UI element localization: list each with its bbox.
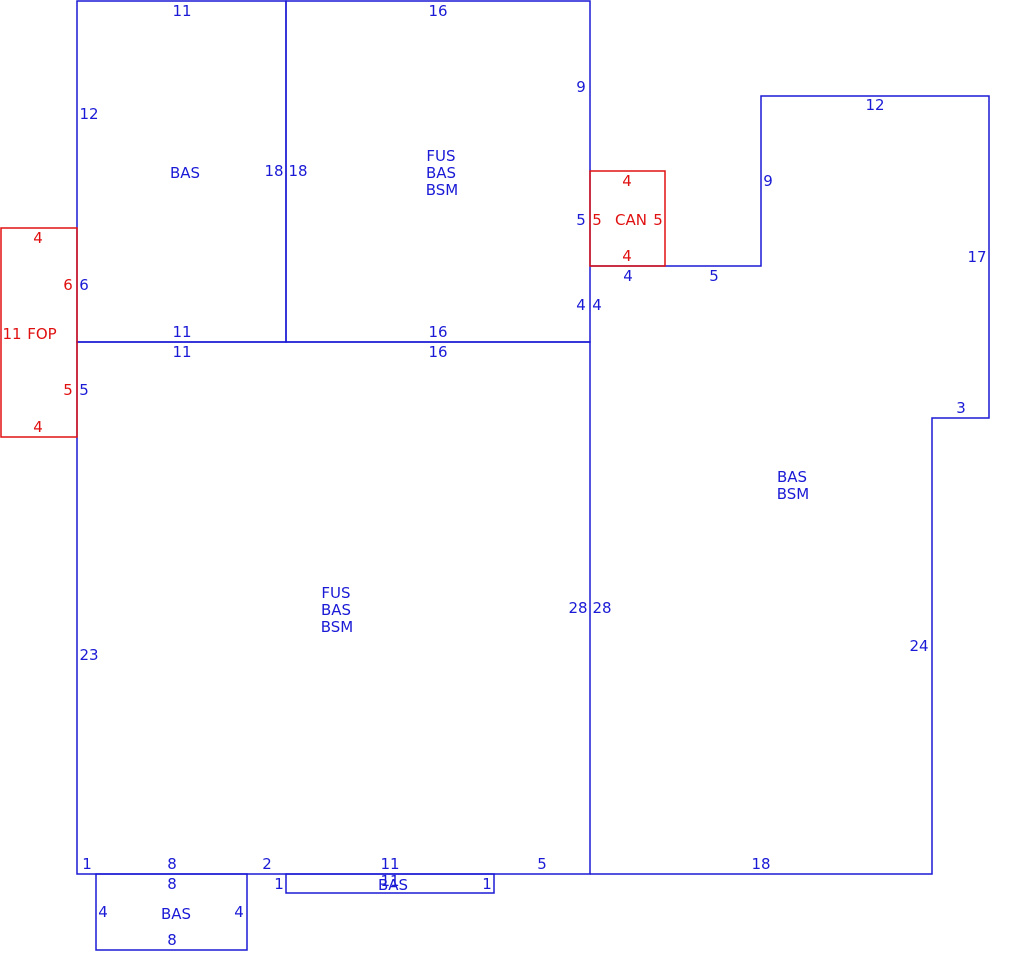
addition-dimension-labels: 4 6 11 5 4 4 5 5 4 <box>2 172 662 436</box>
dim-label: 5 <box>79 381 89 399</box>
dimension-labels: 11 12 18 11 16 18 9 5 4 16 6 5 11 16 23 … <box>79 2 986 949</box>
dim-label: 8 <box>167 875 177 893</box>
dim-label: 5 <box>653 211 663 229</box>
bay-mid-outline <box>285 873 495 894</box>
dim-label: 3 <box>956 399 966 417</box>
dim-label: 11 <box>172 343 191 361</box>
area-label-main-1: FUS <box>321 584 350 602</box>
area-label-main-2: BAS <box>321 601 351 619</box>
dim-label: 6 <box>79 276 89 294</box>
dim-label: 5 <box>709 267 719 285</box>
dim-label: 16 <box>428 323 447 341</box>
dim-label: 1 <box>482 875 492 893</box>
dim-label: 17 <box>967 248 986 266</box>
area-label-bay-left: BAS <box>161 905 191 923</box>
area-label-fop: FOP <box>27 325 56 343</box>
dim-label: 11 <box>380 872 399 890</box>
can-outline <box>589 170 666 267</box>
dim-label: 28 <box>568 599 587 617</box>
area-label-right-1: BAS <box>777 468 807 486</box>
dim-label: 4 <box>622 247 632 265</box>
dim-label: 9 <box>576 78 586 96</box>
dim-label: 18 <box>751 855 770 873</box>
dim-label: 6 <box>63 276 73 294</box>
area-label-top-mid-3: BSM <box>426 181 459 199</box>
area-label-right-2: BSM <box>777 485 810 503</box>
dim-label: 23 <box>79 646 98 664</box>
addition-lines <box>0 170 666 438</box>
dim-label: 1 <box>82 855 92 873</box>
dim-label: 4 <box>623 267 633 285</box>
dim-label: 4 <box>33 229 43 247</box>
dim-label: 5 <box>63 381 73 399</box>
area-label-bay-mid: BAS <box>378 876 408 894</box>
bay-left-outline <box>95 873 248 951</box>
dim-label: 16 <box>428 343 447 361</box>
dim-label: 4 <box>622 172 632 190</box>
dim-label: 8 <box>167 855 177 873</box>
dim-label: 4 <box>592 296 602 314</box>
dim-label: 4 <box>576 296 586 314</box>
fop-outline <box>0 227 78 438</box>
dim-label: 11 <box>172 2 191 20</box>
room-right-outline <box>590 95 990 875</box>
main-structure-lines <box>76 0 990 951</box>
dim-label: 4 <box>98 903 108 921</box>
dim-label: 11 <box>380 855 399 873</box>
area-label-top-left: BAS <box>170 164 200 182</box>
dim-label: 12 <box>79 105 98 123</box>
dim-label: 18 <box>288 162 307 180</box>
dim-label: 11 <box>172 323 191 341</box>
dim-label: 18 <box>264 162 283 180</box>
area-labels: BAS FUS BAS BSM CAN FOP FUS BAS BSM BAS … <box>27 147 809 923</box>
area-label-can: CAN <box>615 211 647 229</box>
dim-label: 2 <box>262 855 272 873</box>
dim-label: 4 <box>33 418 43 436</box>
dim-label: 28 <box>592 599 611 617</box>
area-label-top-mid-2: BAS <box>426 164 456 182</box>
dim-label: 8 <box>167 931 177 949</box>
dim-label: 9 <box>763 172 773 190</box>
area-label-main-3: BSM <box>321 618 354 636</box>
dim-label: 5 <box>537 855 547 873</box>
dim-label: 12 <box>865 96 884 114</box>
dim-label: 1 <box>274 875 284 893</box>
dim-label: 5 <box>592 211 602 229</box>
dim-label: 16 <box>428 2 447 20</box>
area-label-top-mid-1: FUS <box>426 147 455 165</box>
dim-label: 11 <box>2 325 21 343</box>
dim-label: 5 <box>576 211 586 229</box>
dim-label: 4 <box>234 903 244 921</box>
dim-label: 24 <box>909 637 928 655</box>
